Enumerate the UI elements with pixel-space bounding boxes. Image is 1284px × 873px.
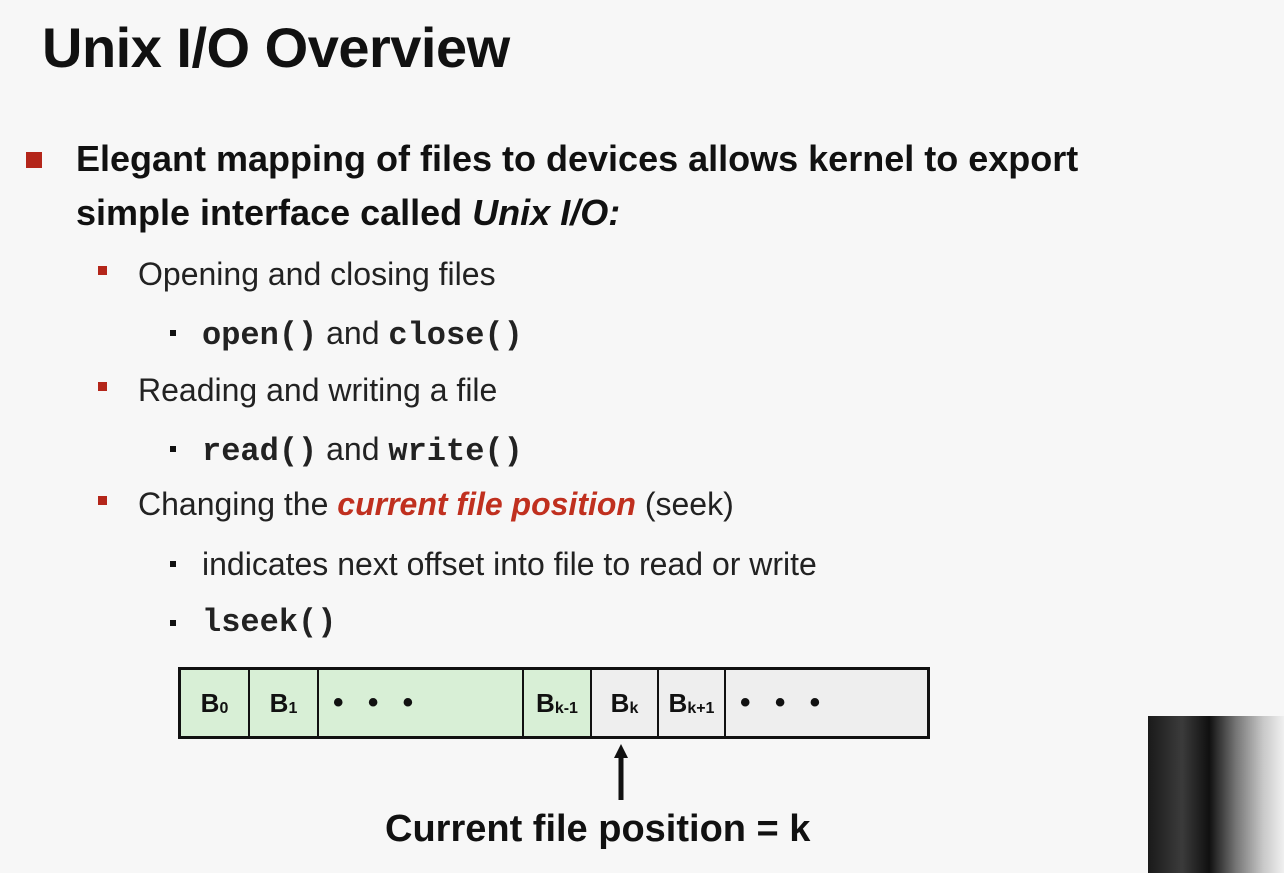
item-3-label-suffix: (seek) — [635, 486, 734, 522]
open-function: open() — [202, 317, 318, 354]
item-1-sub-marker — [170, 330, 176, 336]
block-bk-plus-1-sub: k+1 — [687, 700, 715, 717]
read-function: read() — [202, 433, 318, 470]
item-3-sub-2-marker — [170, 620, 176, 626]
current-file-position-term: current file position — [337, 486, 636, 522]
main-bullet-line-1: Elegant mapping of files to devices allo… — [76, 138, 1079, 179]
close-function: close() — [388, 317, 523, 354]
item-2-label: Reading and writing a file — [138, 372, 498, 408]
block-b0-sub: 0 — [219, 700, 229, 717]
item-2-sub-marker — [170, 446, 176, 452]
item-2-marker — [98, 382, 107, 391]
slide-title: Unix I/O Overview — [42, 16, 510, 79]
item-2-sub-and: and — [317, 431, 389, 467]
block-ellipsis-unread: • • • — [726, 670, 927, 736]
block-b1-sub: 1 — [288, 700, 298, 717]
write-function: write() — [388, 433, 523, 470]
item-1-sub: open() and close() — [202, 313, 523, 356]
block-ellipsis-unread-label: • • • — [740, 686, 829, 719]
unix-io-term: Unix I/O: — [472, 192, 621, 233]
current-position-caption: Current file position = k — [385, 808, 811, 850]
block-bk-minus-1-sub: k-1 — [554, 700, 578, 717]
block-bk-plus-1-label: B — [668, 687, 688, 718]
item-2-sub: read() and write() — [202, 429, 523, 472]
block-bk-minus-1-label: B — [536, 687, 555, 718]
item-3-sub-1: indicates next offset into file to read … — [202, 546, 817, 582]
main-bullet-line-2: simple interface called Unix I/O: — [76, 186, 620, 240]
block-b1-label: B — [269, 687, 289, 718]
block-b0-label: B — [200, 687, 220, 718]
block-bk-sub: k — [629, 700, 639, 717]
lseek-function: lseek() — [202, 604, 337, 641]
item-1-sub-and: and — [317, 315, 389, 351]
block-bk-label: B — [610, 687, 630, 718]
block-ellipsis-read-label: • • • — [333, 686, 422, 719]
item-3-label-prefix: Changing the — [138, 486, 338, 522]
item-3-label: Changing the current file position (seek… — [138, 484, 734, 524]
main-bullet-marker — [26, 152, 42, 168]
position-arrow-icon — [614, 744, 628, 800]
item-1-marker — [98, 266, 107, 275]
block-ellipsis-read: • • • — [319, 670, 524, 736]
item-3-marker — [98, 496, 107, 505]
presenter-video-thumbnail — [1148, 716, 1284, 873]
item-1-label: Opening and closing files — [138, 256, 496, 292]
item-3-sub-1-marker — [170, 561, 176, 567]
main-bullet-line-2-text: simple interface called — [76, 192, 473, 233]
